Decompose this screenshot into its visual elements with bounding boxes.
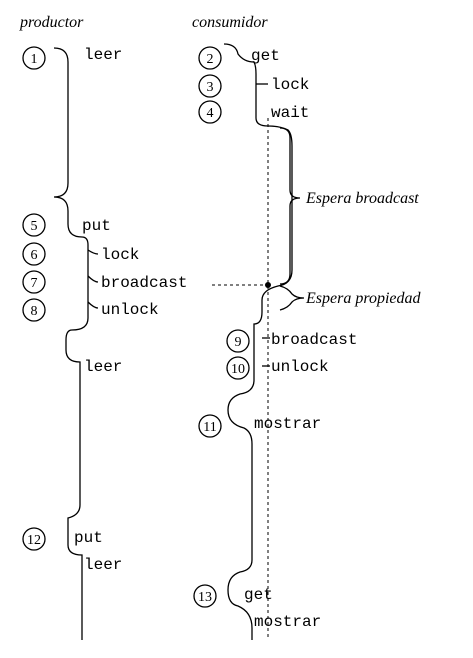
step-marker-10: 10 [226,356,250,380]
step-label-1: leer [84,46,122,64]
producer-brace-lock [87,249,99,255]
espera-broadcast-label: Espera broadcast [305,190,419,207]
producer-leer-label: leer [84,358,122,376]
svg-text:3: 3 [207,80,214,95]
signal-dot [265,282,271,288]
step-marker-1: 1 [22,46,46,70]
svg-text:8: 8 [31,304,38,319]
step-label-13: get [244,586,273,604]
consumidor-title: consumidor [192,14,268,31]
step-marker-5: 5 [22,213,46,237]
consumer-mostrar-end-label: mostrar [254,613,321,631]
step-marker-7: 7 [22,270,46,294]
svg-text:10: 10 [231,362,245,377]
step-label-3: lock [271,76,309,94]
consumer-thread-line [223,43,293,640]
svg-text:6: 6 [31,248,38,263]
step-label-12: put [74,529,103,547]
espera-broadcast-brace [279,127,301,285]
step-marker-13: 13 [193,584,217,608]
step-marker-4: 4 [198,100,222,124]
svg-text:5: 5 [31,219,38,234]
producer-brace-unlock [87,301,99,309]
step-label-11: mostrar [254,415,321,433]
espera-propiedad-brace [279,285,305,311]
svg-text:13: 13 [198,590,212,605]
productor-title: productor [19,14,84,31]
step-marker-12: 12 [22,527,46,551]
svg-text:4: 4 [207,106,214,121]
svg-text:12: 12 [27,533,41,548]
step-marker-8: 8 [22,298,46,322]
step-marker-9: 9 [226,329,250,353]
step-label-4: wait [271,104,309,122]
producer-brace-broadcast [87,275,99,283]
svg-text:1: 1 [31,52,38,67]
step-marker-3: 3 [198,74,222,98]
step-label-7: broadcast [101,274,187,292]
espera-propiedad-label: Espera propiedad [305,290,422,307]
step-label-6: lock [101,246,139,264]
step-label-10: unlock [271,358,329,376]
producer-leer-end-label: leer [84,556,122,574]
svg-text:9: 9 [235,335,242,350]
svg-text:7: 7 [31,276,38,291]
svg-text:11: 11 [203,420,216,435]
step-label-2: get [251,47,280,65]
step-label-9: broadcast [271,331,357,349]
svg-text:2: 2 [207,52,214,67]
step-marker-11: 11 [198,414,222,438]
producer-thread-line [53,47,89,640]
step-marker-2: 2 [198,46,222,70]
step-label-5: put [82,217,111,235]
step-label-8: unlock [101,301,159,319]
step-marker-6: 6 [22,242,46,266]
